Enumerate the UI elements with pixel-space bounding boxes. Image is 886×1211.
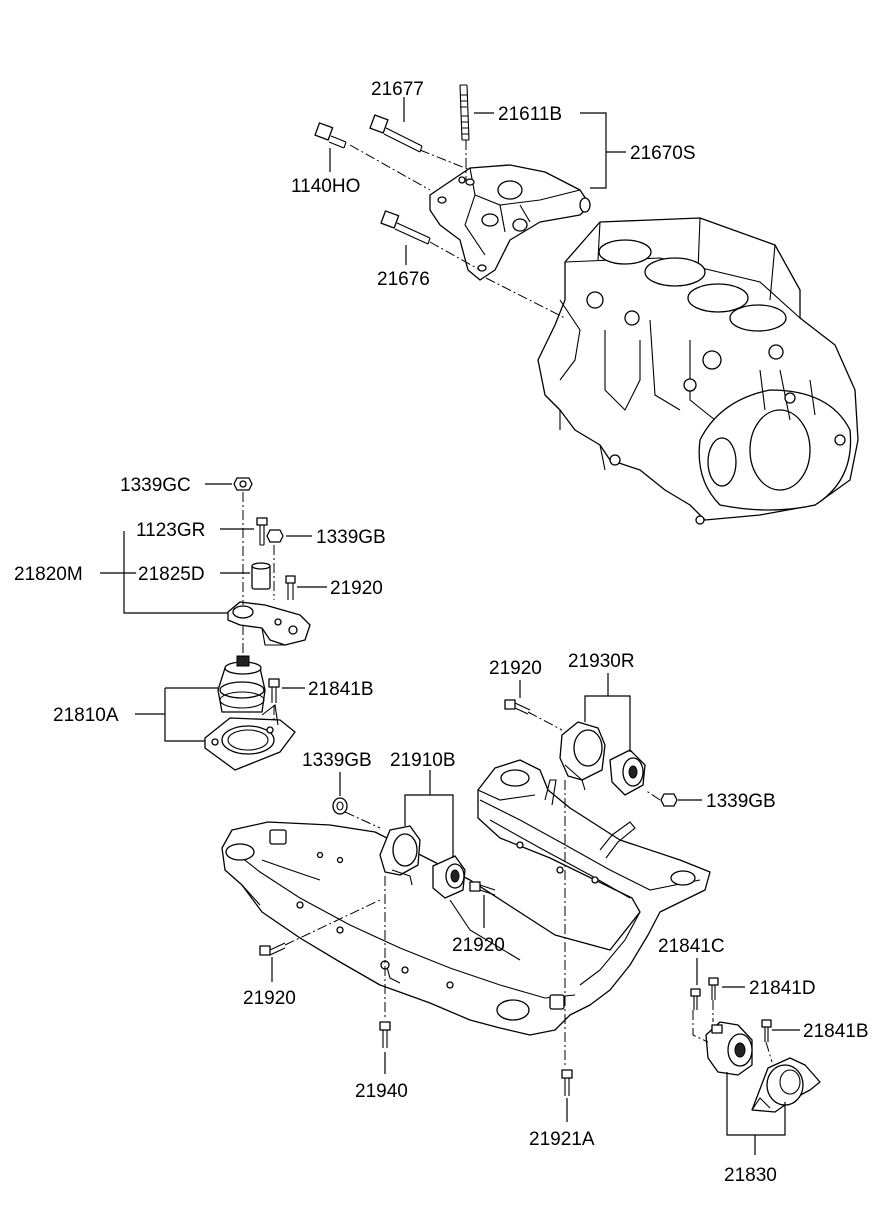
nut-1339GB-left-drawing (332, 797, 348, 815)
label-21825D: 21825D (138, 564, 205, 585)
bolt-21676-drawing (380, 210, 431, 245)
label-21841B-b: 21841B (803, 1021, 869, 1042)
bolt-21841B-a-drawing (268, 678, 280, 703)
label-1123GR: 1123GR (136, 520, 205, 541)
label-21920-b: 21920 (489, 658, 542, 679)
bolt-21841B-b-drawing (761, 1019, 772, 1042)
bolt-21921A-drawing (561, 1069, 573, 1096)
label-21676: 21676 (377, 269, 430, 290)
label-1339GB-right: 1339GB (706, 791, 776, 812)
label-21820M: 21820M (14, 564, 83, 585)
label-1140HO: 1140HO (291, 176, 360, 197)
label-21830: 21830 (724, 1165, 777, 1186)
bolt-21920-a-drawing (285, 575, 296, 600)
label-21810A: 21810A (53, 705, 119, 726)
mount-21930R-drawing (559, 721, 646, 796)
label-21920-a: 21920 (330, 578, 383, 599)
label-21940: 21940 (355, 1081, 408, 1102)
nut-1339GC-drawing (233, 477, 253, 491)
label-21611B: 21611B (498, 104, 562, 125)
bolt-21677-drawing (369, 114, 423, 153)
label-21841C: 21841C (658, 936, 725, 957)
bolt-21841D-drawing (708, 977, 719, 1000)
subframe-drawing (221, 759, 711, 1036)
insulator-21810A-drawing (204, 655, 296, 771)
bolt-21920-b-drawing (504, 699, 531, 715)
bolt-1140HO-drawing (314, 122, 347, 149)
label-21930R: 21930R (568, 651, 635, 672)
bolt-21920-d-drawing (259, 942, 286, 956)
label-21920-d: 21920 (243, 988, 296, 1009)
bushing-21825D-drawing (251, 562, 271, 590)
mount-21830-drawing (705, 1021, 821, 1113)
label-21841B-a: 21841B (308, 679, 374, 700)
nut-1339GB-right-drawing (660, 793, 678, 807)
label-1339GC: 1339GC (120, 475, 191, 496)
bolt-21940-drawing (379, 1021, 391, 1048)
label-21670S: 21670S (630, 143, 696, 164)
mount-21910B-drawing (379, 825, 466, 899)
mount-bracket-21820M-drawing (227, 601, 311, 646)
label-1339GB-top: 1339GB (316, 527, 386, 548)
label-21921A: 21921A (529, 1129, 595, 1150)
bolt-21920-c-drawing (469, 881, 496, 896)
bolt-1123GR-drawing (256, 517, 268, 546)
label-21677: 21677 (371, 79, 424, 100)
label-21910B: 21910B (390, 750, 456, 771)
bolt-21841C-drawing (690, 988, 701, 1010)
engine-block-drawing (537, 217, 859, 525)
label-21841D: 21841D (749, 978, 816, 999)
label-1339GB-left: 1339GB (302, 750, 372, 771)
label-21920-c: 21920 (452, 935, 505, 956)
engine-mount-bracket-drawing (429, 164, 591, 281)
stud-21611B-drawing (459, 84, 470, 141)
nut-1339GB-drawing (266, 529, 284, 543)
